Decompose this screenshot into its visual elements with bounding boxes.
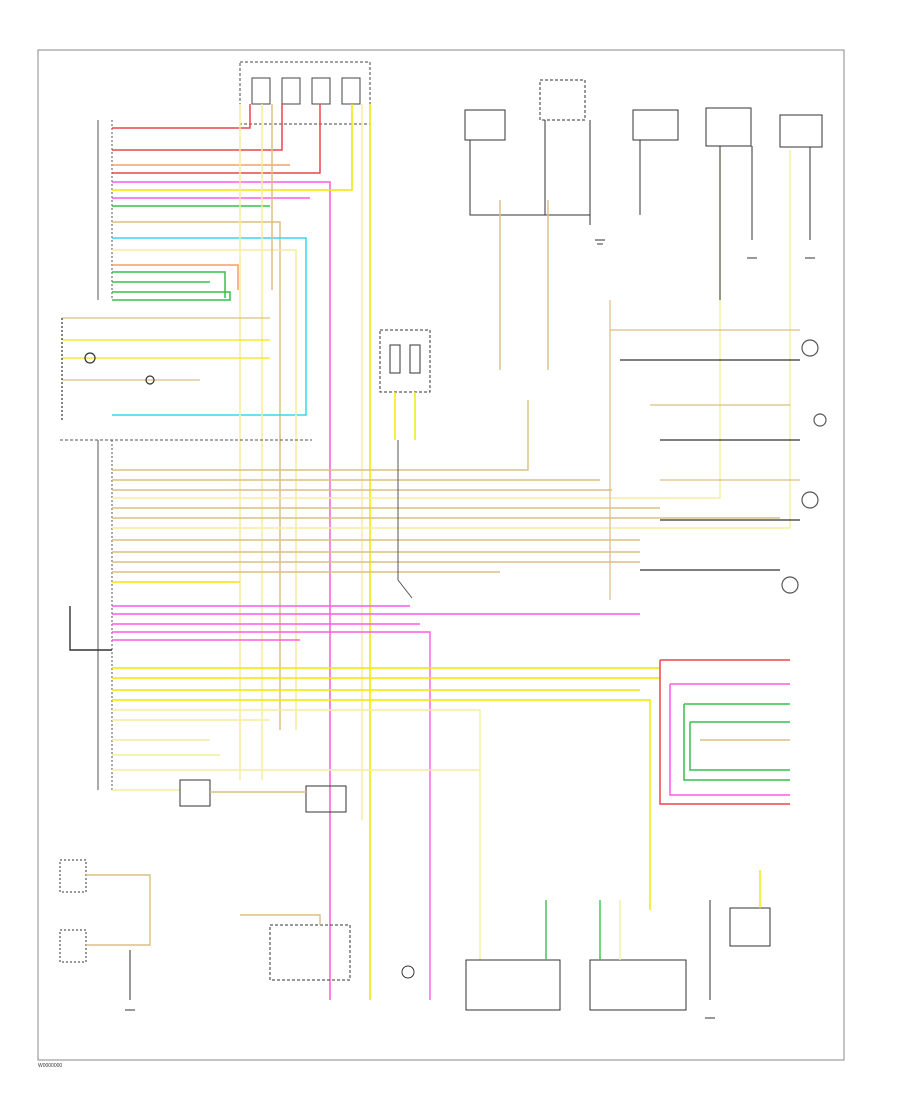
bcm-connector [60,439,312,790]
ground-symbols [125,239,815,1019]
fuse-block [239,61,371,125]
page-id: W0000000 [38,1063,63,1069]
wire-bundle-right [659,659,790,805]
center-relay [379,329,431,599]
left-switch-block [61,317,270,420]
bottom-modules [59,779,771,1011]
diagram-frame [37,49,845,1061]
right-side-switches [609,300,827,600]
wire-bundle-bcm [69,150,791,1000]
left-door-module-connector [97,120,113,300]
top-center-modules [464,79,823,370]
